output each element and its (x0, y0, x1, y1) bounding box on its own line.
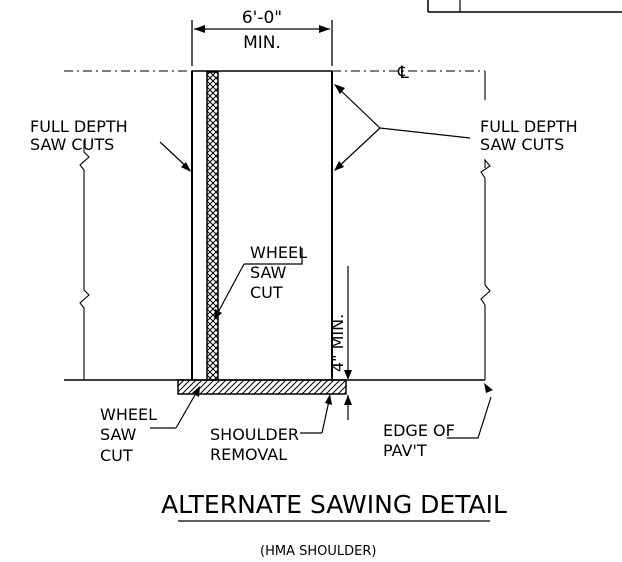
right-saw-cuts-callout: FULL DEPTH SAW CUTS (334, 84, 578, 171)
outer-wheel-line3: CUT (100, 446, 133, 465)
wheel-saw-cut-strip (206, 71, 219, 381)
right-saw-label-line2: SAW CUTS (480, 135, 564, 154)
edge-of-pavement-callout: EDGE OF PAV'T (383, 383, 493, 460)
inner-wheel-line2: SAW (250, 263, 287, 282)
dimension-width-label: 6'-0" (242, 8, 282, 28)
shoulder-label-line2: REMOVAL (210, 445, 287, 464)
outer-wheel-line2: SAW (100, 425, 137, 444)
pavement-slab (191, 71, 333, 381)
detail-title: ALTERNATE SAWING DETAIL (HMA SHOULDER) (161, 490, 507, 559)
title-text: ALTERNATE SAWING DETAIL (161, 490, 507, 519)
width-dimension: 6'-0" MIN. (191, 8, 333, 66)
shoulder-removal-area (177, 379, 347, 395)
shoulder-label-line1: SHOULDER (210, 425, 299, 444)
subtitle-text: (HMA SHOULDER) (260, 544, 376, 559)
right-saw-label-line1: FULL DEPTH (480, 117, 578, 136)
left-break-line (79, 140, 90, 380)
centerline-symbol: ℄ (397, 63, 409, 83)
dimension-min-label: MIN. (243, 33, 281, 53)
edge-label-line1: EDGE OF (383, 421, 455, 440)
left-saw-label-line1: FULL DEPTH (30, 117, 128, 136)
outer-wheel-saw-cut-callout: WHEEL SAW CUT (100, 386, 200, 465)
top-reference-line: ℄ (64, 63, 485, 83)
left-saw-label-line2: SAW CUTS (30, 135, 114, 154)
outer-wheel-line1: WHEEL (100, 405, 157, 424)
shoulder-removal-callout: SHOULDER REMOVAL (210, 394, 332, 464)
inner-wheel-line3: CUT (250, 283, 283, 302)
right-break-line (480, 71, 491, 380)
depth-dimension: 4" MIN. (328, 266, 352, 420)
depth-min-label: 4" MIN. (328, 314, 347, 372)
bottom-grade-line (64, 379, 485, 395)
title-block-frame-fragment (427, 0, 622, 13)
left-saw-cuts-callout: FULL DEPTH SAW CUTS (30, 117, 191, 172)
inner-wheel-line1: WHEEL (250, 243, 307, 262)
edge-label-line2: PAV'T (383, 441, 427, 460)
inner-wheel-saw-cut-callout: WHEEL SAW CUT (214, 243, 307, 320)
